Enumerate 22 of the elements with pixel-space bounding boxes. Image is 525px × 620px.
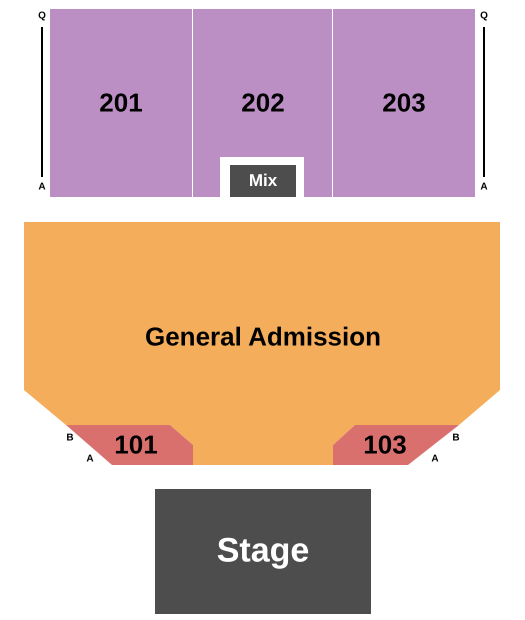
seating-section (333, 9, 475, 197)
seating-section (50, 9, 192, 197)
mix-booth (230, 165, 296, 197)
row-letter: A (38, 182, 46, 192)
seating-section (66, 425, 193, 465)
section-label: General Admission (145, 322, 381, 352)
section-label: Mix (248, 171, 278, 191)
general-admission-area (24, 222, 500, 465)
row-letter: A (431, 454, 439, 464)
row-letter: B (452, 432, 460, 444)
section-label: 103 (363, 430, 407, 460)
section-label: 202 (241, 88, 285, 118)
stage-block (155, 489, 371, 614)
row-letter: A (480, 182, 488, 192)
section-label: 101 (114, 430, 158, 460)
section-label: Stage (216, 532, 310, 570)
section-label: 203 (382, 88, 426, 118)
seating-section (333, 425, 459, 465)
seating-section (193, 9, 332, 197)
row-letter: B (66, 432, 74, 444)
row-letter: A (86, 454, 94, 464)
section-label: 201 (99, 88, 143, 118)
